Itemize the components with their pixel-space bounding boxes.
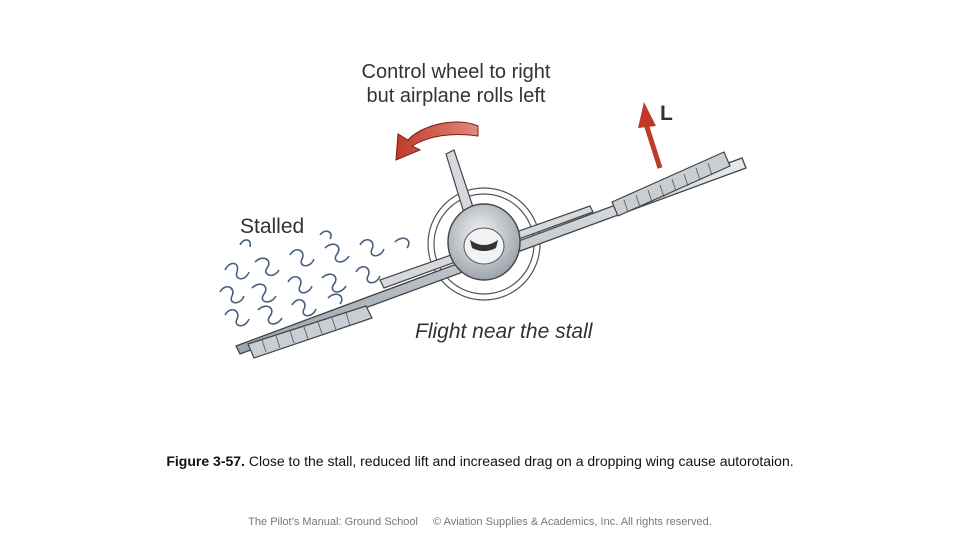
footer-copyright: © Aviation Supplies & Academics, Inc. Al… <box>433 516 712 528</box>
propeller-hub <box>470 240 498 251</box>
control-label-line-2: but airplane rolls left <box>366 85 546 107</box>
left-aileron <box>247 305 373 359</box>
caption-text: Close to the stall, reduced lift and inc… <box>248 453 794 469</box>
figure-number: Figure 3-57. <box>166 453 245 469</box>
footer: The Pilot’s Manual: Ground School © Avia… <box>0 516 960 528</box>
control-label-line-1: Control wheel to right <box>361 61 551 83</box>
lift-label: L <box>660 102 673 125</box>
figure-caption: Figure 3-57. Close to the stall, reduced… <box>0 453 960 469</box>
roll-left-arrow <box>395 121 479 161</box>
right-aileron <box>611 151 731 217</box>
flight-near-stall-label: Flight near the stall <box>415 320 593 343</box>
lift-arrow <box>638 102 663 169</box>
turbulence-swirls <box>219 230 410 327</box>
footer-book-title: The Pilot’s Manual: Ground School <box>248 516 418 528</box>
control-wheel-label: Control wheel to right but airplane roll… <box>346 60 566 108</box>
stalled-label: Stalled <box>240 215 305 238</box>
